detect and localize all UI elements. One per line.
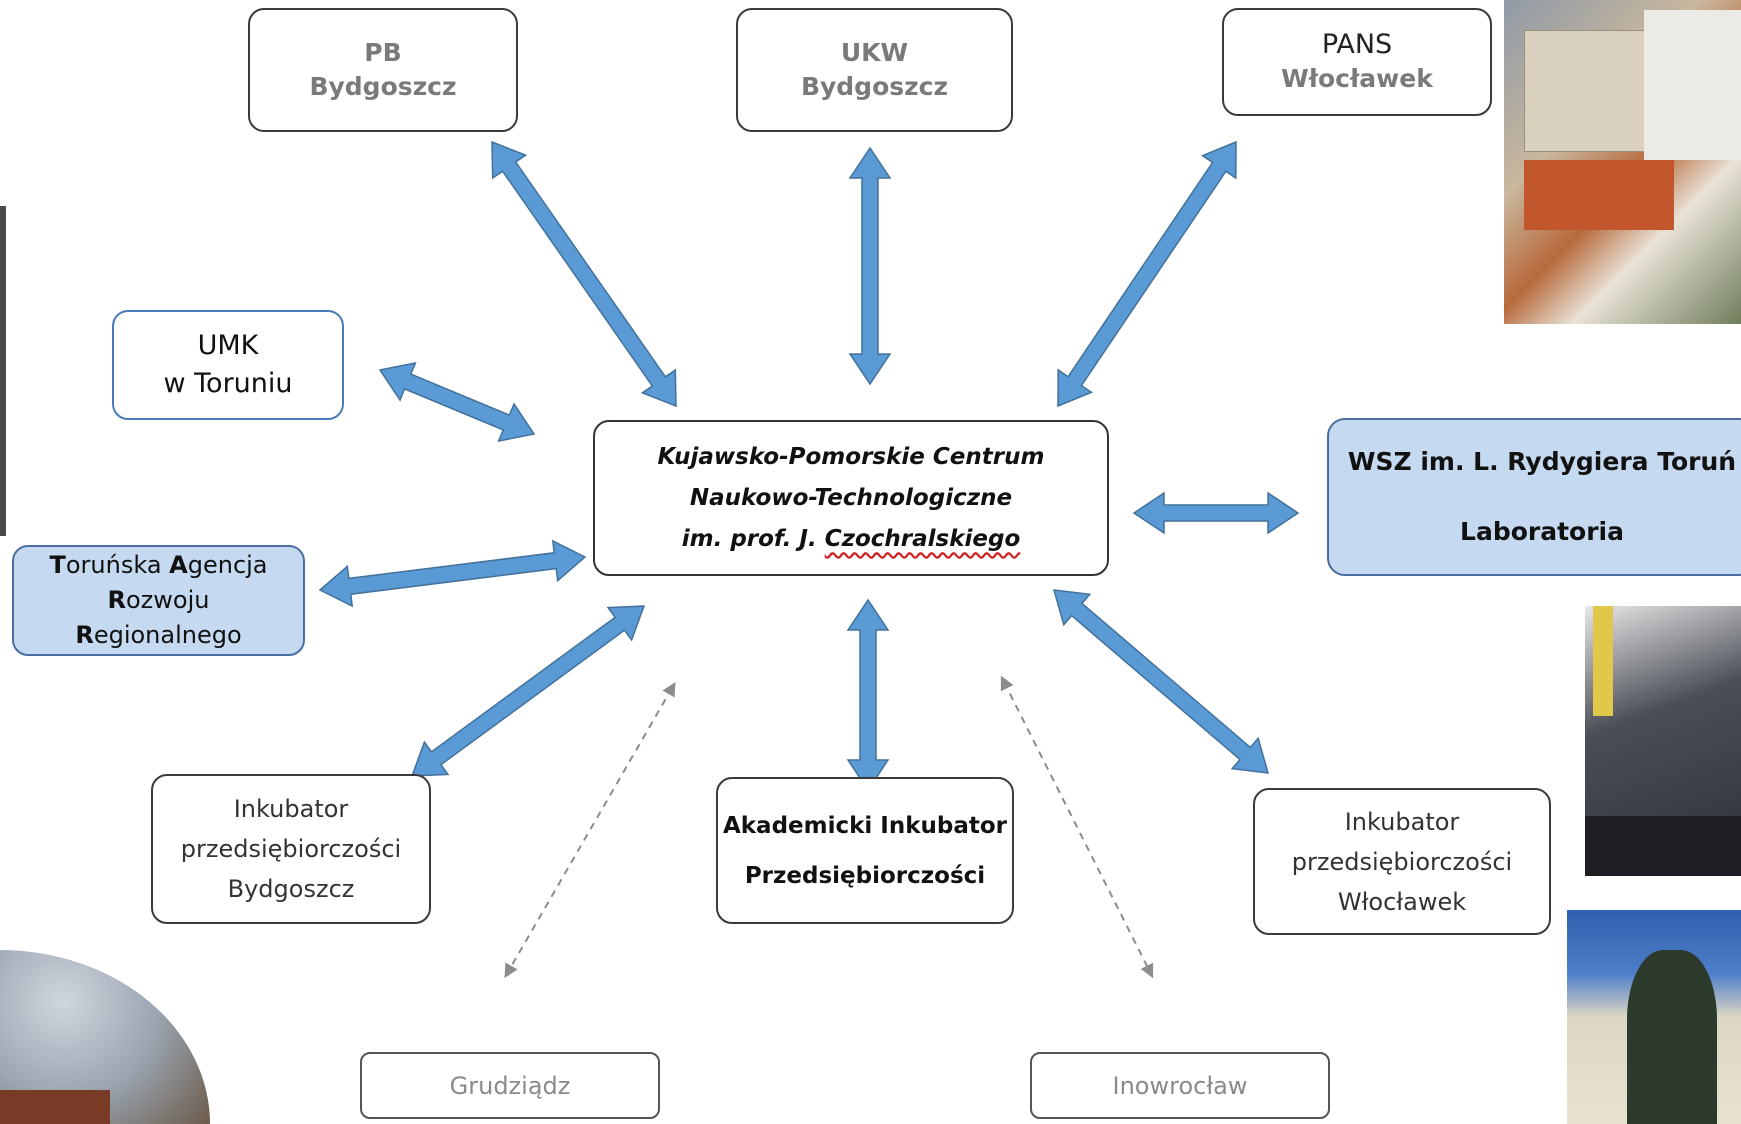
- dashed-connections: [504, 675, 1154, 979]
- node-inkubator-bydgoszcz: Inkubator przedsiębiorczości Bydgoszcz: [151, 774, 431, 924]
- node-wsz: WSZ im. L. Rydygiera Toruń Laboratoria: [1327, 418, 1741, 576]
- building-photo-bottom-right: [1567, 910, 1741, 1124]
- node-ukw: UKW Bydgoszcz: [736, 8, 1013, 132]
- arrow-tarr: [318, 539, 587, 608]
- node-tarr: Toruńska Agencja Rozwoju Regionalnego: [12, 545, 305, 656]
- center-line3: im. prof. J. Czochralskiego: [681, 525, 1021, 552]
- arrow-pb: [491, 140, 677, 408]
- dashed-arrow-grudziadz: [504, 681, 676, 979]
- node-aip: Akademicki Inkubator Przedsiębiorczości: [716, 777, 1014, 924]
- center-line2: Naukowo-Technologiczne: [689, 484, 1013, 511]
- building-photo-top-right: [1504, 0, 1741, 324]
- node-pb: PB Bydgoszcz: [248, 8, 518, 132]
- node-inowroclaw: Inowrocław: [1030, 1052, 1330, 1119]
- arrow-wsz: [1132, 491, 1300, 535]
- node-inkubator-wloclawek: Inkubator przedsiębiorczości Włocławek: [1253, 788, 1551, 935]
- arrow-inkubator-bydgoszcz: [410, 605, 646, 777]
- arrow-pans: [1057, 140, 1237, 408]
- building-photo-mid-right: [1585, 606, 1741, 876]
- node-grudziadz: Grudziądz: [360, 1052, 660, 1119]
- arrow-umk: [378, 361, 536, 443]
- left-edge-strip: [0, 206, 6, 536]
- arrow-inkubator-wloclawek: [1052, 589, 1270, 774]
- arrow-ukw: [848, 146, 892, 386]
- node-umk: UMK w Toruniu: [112, 310, 344, 420]
- dashed-arrow-inowroclaw: [1000, 675, 1154, 979]
- node-pans: PANS Włocławek: [1222, 8, 1492, 116]
- center-line1: Kujawsko-Pomorskie Centrum: [657, 443, 1045, 470]
- arrow-aip: [846, 598, 890, 792]
- center-node: Kujawsko-Pomorskie Centrum Naukowo-Techn…: [593, 420, 1109, 576]
